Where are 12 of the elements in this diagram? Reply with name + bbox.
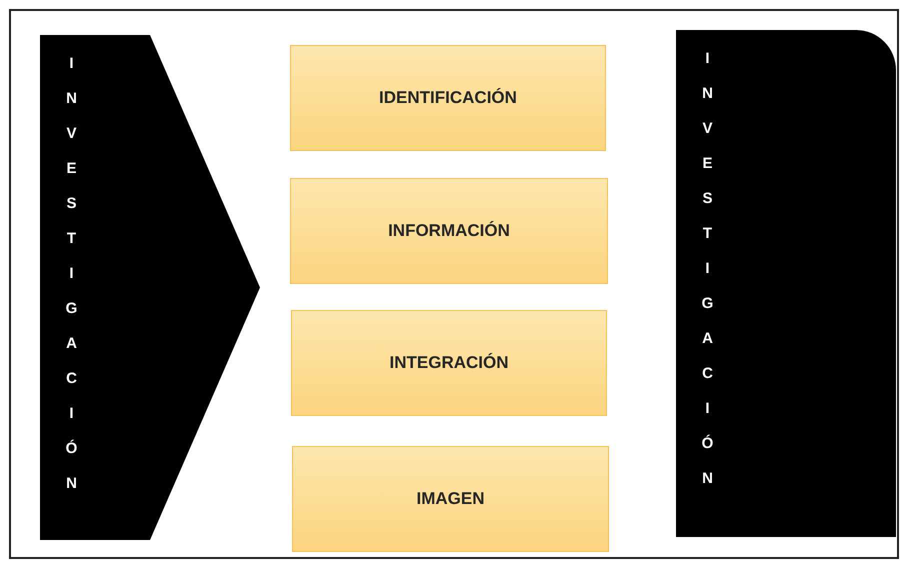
rounded-banner (676, 30, 896, 537)
box-label: INFORMACIÓN (388, 221, 510, 241)
chevron-banner (40, 35, 260, 540)
process-box (290, 178, 608, 284)
vertical-label: INVESTIGACIÓN (64, 55, 79, 510)
box-label: IDENTIFICACIÓN (379, 88, 517, 108)
box-label: IMAGEN (416, 489, 484, 509)
process-box (291, 310, 607, 416)
vertical-label: INVESTIGACIÓN (700, 50, 715, 505)
process-box (292, 446, 609, 552)
process-box (290, 45, 606, 151)
box-label: INTEGRACIÓN (390, 353, 508, 373)
